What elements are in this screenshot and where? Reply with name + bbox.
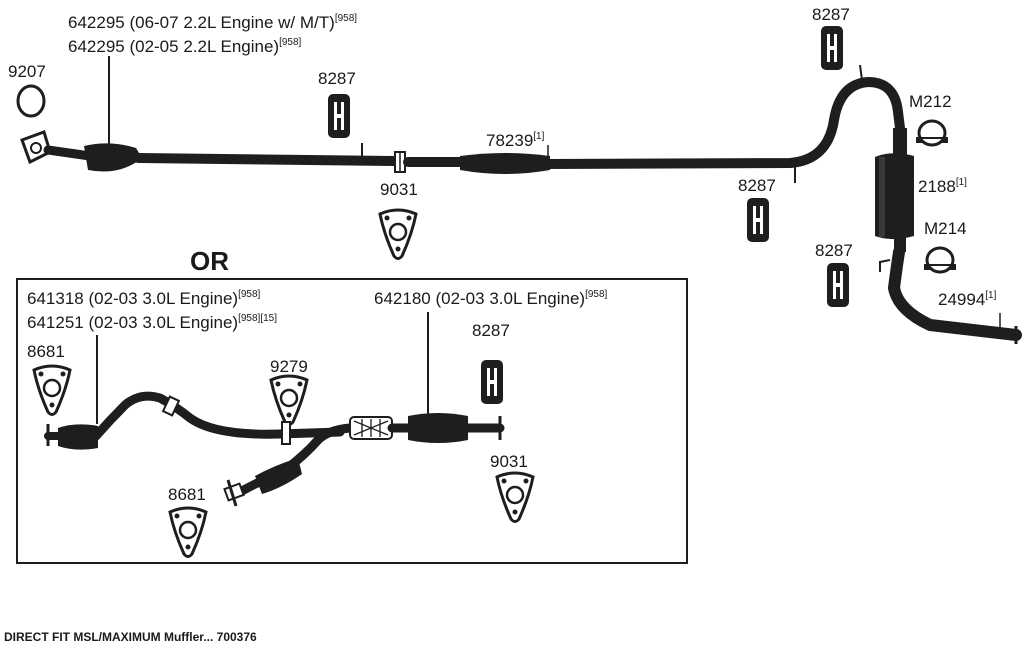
label-642295-a-sup: [958] [335, 13, 357, 24]
resonator-78239 [460, 153, 550, 174]
or-heading: OR [190, 246, 229, 276]
label-8681-a: 8681 [27, 342, 65, 361]
svg-text:24994[1]: 24994[1] [938, 290, 997, 309]
alternate-3-0l-system [16, 278, 688, 564]
clamp-m212-shape [916, 119, 948, 147]
label-9031-b: 9031 [490, 452, 528, 471]
gasket-9279-shape [269, 374, 309, 426]
label-641318-sup: [958] [238, 289, 260, 300]
svg-text:78239[1]: 78239[1] [486, 131, 545, 150]
label-641251-sup: [958][15] [238, 313, 277, 324]
gasket-9031-a-shape [378, 208, 418, 260]
label-641318: 641318 (02-03 3.0L Engine) [27, 289, 238, 308]
label-9207: 9207 [8, 62, 46, 81]
svg-text:641318 (02-03 3.0L Engine)[958: 641318 (02-03 3.0L Engine)[958] [27, 289, 261, 308]
clamp-m214-shape [924, 246, 956, 274]
label-8287-c: 8287 [738, 176, 776, 195]
converter-642180 [408, 413, 468, 443]
svg-text:642180 (02-03 3.0L Engine)[958: 642180 (02-03 3.0L Engine)[958] [374, 289, 608, 308]
gasket-9031-b-shape [495, 471, 535, 523]
converter-641318 [58, 424, 98, 450]
label-641251: 641251 (02-03 3.0L Engine) [27, 313, 238, 332]
svg-text:2188[1]: 2188[1] [918, 177, 967, 196]
second-flange [223, 479, 245, 507]
tailpipe-24994 [888, 246, 1022, 341]
label-78239: 78239 [486, 131, 533, 150]
flex-pipe [349, 416, 393, 440]
muffler-2188 [875, 128, 914, 252]
label-8287-d: 8287 [815, 241, 853, 260]
label-8287-a: 8287 [318, 69, 356, 88]
svg-text:641251 (02-03 3.0L Engine)[958: 641251 (02-03 3.0L Engine)[958][15] [27, 313, 277, 332]
front-pipe-642295 [43, 145, 95, 161]
hanger-8287-e-shape [481, 360, 503, 404]
gasket-8681-b-shape [168, 506, 208, 558]
label-8287-b: 8287 [812, 5, 850, 24]
converter-642295 [84, 143, 142, 172]
label-642295-b: 642295 (02-05 2.2L Engine) [68, 37, 279, 56]
intermediate-pipe [133, 153, 399, 166]
hanger-8287-b-shape [821, 26, 843, 70]
alternate-labels: 641318 (02-03 3.0L Engine)[958] 641251 (… [27, 289, 608, 504]
label-642180-sup: [958] [585, 289, 607, 300]
label-642295-b-sup: [958] [279, 37, 301, 48]
label-8681-b: 8681 [168, 485, 206, 504]
main-exhaust-system [16, 26, 1022, 344]
pipe-78239-rear [543, 77, 905, 169]
footer-caption: DIRECT FIT MSL/MAXIMUM Muffler... 700376 [4, 630, 257, 644]
label-78239-sup: [1] [533, 131, 544, 142]
alternate-box-frame [16, 278, 688, 564]
label-m212: M212 [909, 92, 952, 111]
hanger-8287-d-shape [827, 263, 849, 307]
label-2188-sup: [1] [956, 177, 967, 188]
label-642180: 642180 (02-03 3.0L Engine) [374, 289, 585, 308]
svg-text:642295 (02-05 2.2L Engine)[958: 642295 (02-05 2.2L Engine)[958] [68, 37, 302, 56]
flex-joint-a [161, 395, 181, 417]
label-8287-e: 8287 [472, 321, 510, 340]
hanger-8287-c-shape [747, 198, 769, 242]
label-9279: 9279 [270, 357, 308, 376]
hanger-rod-c [859, 64, 863, 81]
label-2188: 2188 [918, 177, 956, 196]
upswing-pipe [91, 391, 345, 441]
label-9031-a: 9031 [380, 180, 418, 199]
label-24994-sup: [1] [985, 290, 996, 301]
label-642295-a: 642295 (06-07 2.2L Engine w/ M/T) [68, 13, 335, 32]
hanger-8287-a-shape [328, 94, 350, 138]
converter-641251 [255, 458, 302, 494]
label-m214: M214 [924, 219, 967, 238]
label-24994: 24994 [938, 290, 985, 309]
gasket-8681-a-shape [32, 364, 72, 416]
main-labels: 642295 (06-07 2.2L Engine w/ M/T)[958] 6… [8, 5, 997, 309]
gasket-9207-shape [16, 84, 46, 118]
svg-text:642295 (06-07 2.2L Engine w/ M: 642295 (06-07 2.2L Engine w/ M/T)[958] [68, 13, 357, 32]
